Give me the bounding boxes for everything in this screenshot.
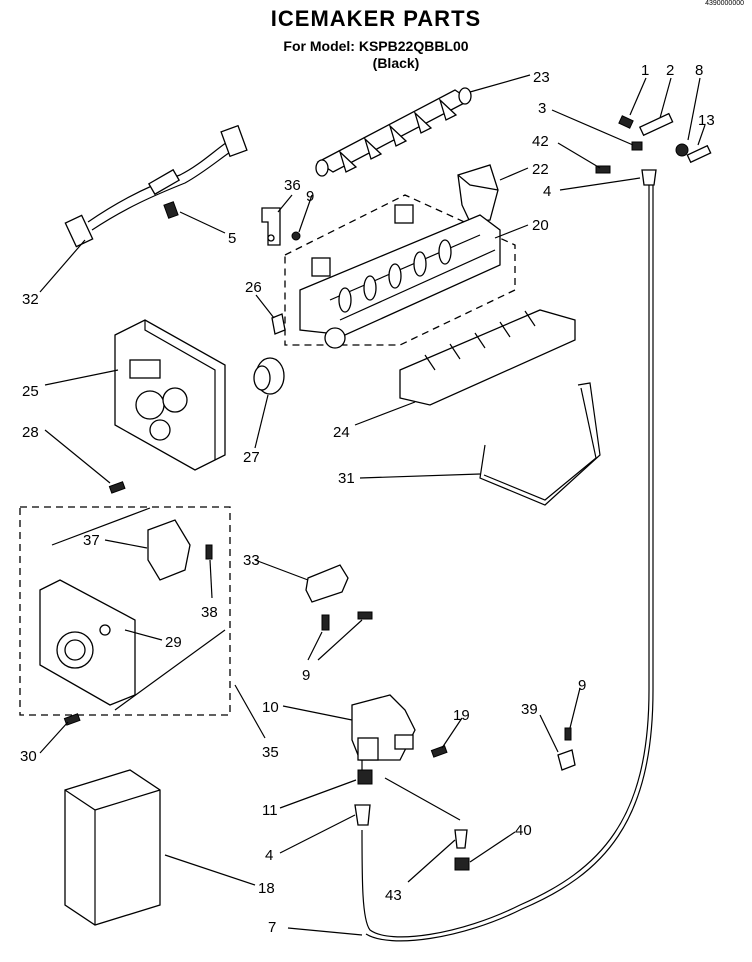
callout-2: 2 [666, 62, 674, 79]
callout-11: 11 [262, 802, 278, 819]
fitting-part-43 [454, 829, 468, 849]
callout-5: 5 [228, 230, 236, 247]
screw-part-28 [108, 481, 126, 494]
callout-20: 20 [532, 217, 549, 234]
cover-part-18 [64, 769, 161, 926]
callout-35: 35 [262, 744, 279, 761]
callout-36: 36 [284, 177, 301, 194]
callout-1: 1 [641, 62, 649, 79]
callout-9-top: 9 [306, 188, 314, 205]
callout-42: 42 [532, 133, 549, 150]
color-line: (Black) [372, 55, 420, 71]
screw-part-38 [205, 544, 213, 560]
clip-part-5 [163, 201, 179, 219]
callout-39: 39 [521, 701, 538, 718]
screw-part-9c [564, 727, 572, 741]
wire-harness-part-32 [64, 124, 248, 248]
bracket-part-33 [305, 564, 349, 603]
ejector-part-23 [315, 87, 472, 177]
callout-29: 29 [165, 634, 182, 651]
callout-4-bottom: 4 [265, 847, 273, 864]
mold-part-20 [284, 194, 516, 349]
callout-9-mid: 9 [302, 667, 310, 684]
nut-part-40 [454, 857, 470, 871]
callout-32: 32 [22, 291, 39, 308]
callout-30: 30 [20, 748, 37, 765]
callout-10: 10 [262, 699, 279, 716]
callout-40: 40 [515, 822, 532, 839]
nut-part-11 [357, 769, 373, 785]
corner-code: 4390000000 [705, 0, 744, 7]
callout-7: 7 [268, 919, 276, 936]
callout-22: 22 [532, 161, 549, 178]
callout-18: 18 [258, 880, 275, 897]
callout-19: 19 [453, 707, 470, 724]
callout-25: 25 [22, 383, 39, 400]
screw-part-9b [321, 611, 373, 631]
rail-part-24 [399, 309, 576, 406]
screw-part-19 [430, 745, 448, 758]
callout-27: 27 [243, 449, 260, 466]
thermostat-part-27 [253, 357, 285, 395]
callout-43: 43 [385, 887, 402, 904]
bracket-part-36 [261, 207, 281, 246]
callout-24: 24 [333, 424, 350, 441]
part-26 [271, 313, 286, 335]
model-line: For Model: KSPB22QBBL00 [283, 38, 469, 54]
callout-26: 26 [245, 279, 262, 296]
callout-28: 28 [22, 424, 39, 441]
callout-3: 3 [538, 100, 546, 117]
gear-plate-part-29 [39, 579, 136, 706]
module-housing-part-25 [114, 319, 226, 471]
motor-assembly-part-35 [19, 506, 231, 716]
motor-part-37 [147, 519, 191, 581]
callout-9-right: 9 [578, 677, 586, 694]
callout-23: 23 [533, 69, 550, 86]
leader-lines [39, 74, 706, 936]
water-tube-part-7 [361, 185, 654, 942]
callout-37: 37 [83, 532, 100, 549]
callout-33: 33 [243, 552, 260, 569]
top-right-fittings [595, 112, 712, 186]
callout-38: 38 [201, 604, 218, 621]
shutoff-arm-part-31 [479, 382, 601, 506]
screw-part-9a [291, 231, 301, 241]
valve-link-line [361, 760, 461, 821]
page-title: ICEMAKER PARTS [270, 6, 482, 31]
callout-13: 13 [698, 112, 715, 129]
water-valve-part-10 [351, 694, 416, 761]
fitting-part-4b [354, 804, 371, 826]
callout-labels: 1 2 8 3 13 42 22 4 23 36 9 20 5 32 26 25… [20, 62, 715, 936]
fill-cup-part-22 [457, 164, 499, 223]
callout-4-top: 4 [543, 183, 551, 200]
callout-31: 31 [338, 470, 355, 487]
callout-8: 8 [695, 62, 703, 79]
bracket-part-39 [557, 749, 576, 771]
